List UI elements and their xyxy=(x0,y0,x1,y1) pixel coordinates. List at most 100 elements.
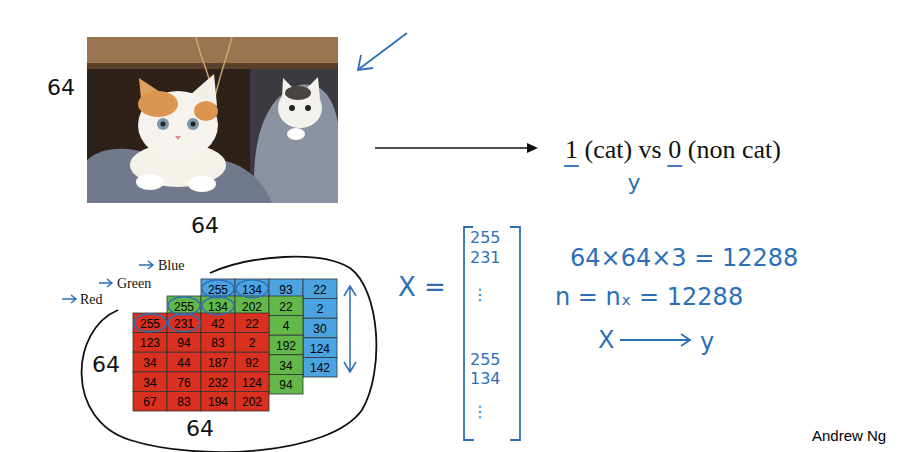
pixel-value-holder: 134 xyxy=(208,298,228,314)
mapping-arrow xyxy=(620,334,690,346)
pixel-value: 83 xyxy=(177,396,190,408)
fur-patch xyxy=(138,91,178,117)
kitten-head xyxy=(138,91,218,159)
dimension-label-holder: 64 xyxy=(191,215,219,237)
channel-label: Green xyxy=(117,277,151,291)
value-circle xyxy=(168,314,200,332)
wooden-beam xyxy=(87,37,338,63)
pixel-value-holder: 232 xyxy=(208,374,228,390)
pixel-value: 22 xyxy=(279,301,292,313)
size-equation-holder: 64×64×3 = 12288 xyxy=(570,246,798,270)
pixel-value: 134 xyxy=(208,301,228,313)
pixel-value-holder: 231 xyxy=(174,315,194,331)
channel-arrow xyxy=(139,261,153,269)
size-equation: 64×64×3 = 12288 xyxy=(570,246,798,270)
pixel-value-holder: 202 xyxy=(242,298,262,314)
red-channel-cell xyxy=(167,372,201,392)
pixel-value-holder: 142 xyxy=(310,359,330,375)
pixel-value-holder: 124 xyxy=(310,340,330,356)
green-channel-cell xyxy=(269,296,303,316)
pixel-value: 202 xyxy=(242,301,262,313)
pixel-value: 83 xyxy=(211,337,224,349)
dimension-label: 64 xyxy=(92,354,120,376)
vector-symbol: X = xyxy=(398,274,446,300)
underlines xyxy=(564,166,682,167)
red-channel-cell xyxy=(167,352,201,372)
blue-channel-cell xyxy=(303,299,337,319)
blue-channel-cell xyxy=(235,279,269,299)
output-symbol-holder: y xyxy=(700,330,714,354)
pixel-value: 142 xyxy=(310,362,330,374)
pixel-value: 4 xyxy=(283,320,290,332)
channel-arrow xyxy=(62,295,76,303)
green-channel-cell xyxy=(269,316,303,336)
pixel-value-holder: 22 xyxy=(313,281,326,297)
blue-channel-cell xyxy=(303,279,337,299)
pixel-value-holder: 4 xyxy=(283,317,290,333)
pixel-value-holder: 67 xyxy=(143,393,156,409)
pixel-value: 76 xyxy=(177,377,190,389)
fur-patch xyxy=(194,101,218,121)
pixel-value-holder: 255 xyxy=(208,281,228,297)
vector-symbol-holder: X = xyxy=(398,274,446,300)
kitten-pupil xyxy=(161,122,166,127)
blue-channel-cell xyxy=(303,338,337,358)
pixel-value: 34 xyxy=(279,360,292,372)
dimension-equation: n = nₓ = 12288 xyxy=(555,285,743,309)
green-channel-cell xyxy=(167,296,201,316)
pixel-value-holder: 34 xyxy=(143,354,156,370)
vector-entry-holder: ⋮ xyxy=(472,287,488,303)
underline-mark xyxy=(667,165,682,167)
blue-channel-cell xyxy=(201,279,235,299)
pixel-value-holder: 34 xyxy=(279,357,292,373)
pixel-value: 93 xyxy=(279,284,292,296)
pixel-value-holder: 123 xyxy=(140,334,160,350)
dimension-label-holder: 64 xyxy=(186,418,214,440)
vector-entry: ⋮ xyxy=(472,287,488,303)
red-channel-cell xyxy=(201,333,235,353)
pixel-value: 231 xyxy=(174,318,194,330)
dimension-label: 64 xyxy=(191,215,219,237)
red-channel-cell xyxy=(201,352,235,372)
kitten-paw xyxy=(188,176,216,192)
vector-entry: 255 xyxy=(470,230,501,246)
kitten-eye xyxy=(157,118,169,130)
red-channel-cell xyxy=(235,391,269,411)
dimension-label-holder: 64 xyxy=(47,77,75,99)
value-circle xyxy=(134,314,166,332)
pixel-value: 2 xyxy=(317,303,324,315)
right-shoe xyxy=(254,85,338,203)
output-symbol: y xyxy=(700,330,714,354)
value-circles xyxy=(134,280,268,332)
value-circle xyxy=(236,280,268,298)
author-credit-holder: Andrew Ng xyxy=(812,428,886,444)
red-channel-cell xyxy=(201,313,235,333)
kitten-paw xyxy=(136,174,164,190)
fur-patch xyxy=(285,86,311,100)
kitten-nose xyxy=(175,136,181,140)
channel-grid xyxy=(133,313,269,411)
pixel-value: 124 xyxy=(310,343,330,355)
pixel-value: 255 xyxy=(174,301,194,313)
channel-arrow xyxy=(99,279,112,287)
red-channel-cell xyxy=(133,352,167,372)
pixel-value-holder: 76 xyxy=(177,374,190,390)
vector-entry-holder: 255 xyxy=(470,352,501,368)
green-channel-cell xyxy=(269,335,303,355)
channel-label-holder: Green xyxy=(117,275,151,291)
vector-bracket xyxy=(510,227,520,440)
red-channel-cell xyxy=(133,391,167,411)
pixel-value: 192 xyxy=(276,340,296,352)
pixel-value-holder: 2 xyxy=(249,334,256,350)
kitten-paw xyxy=(287,128,305,140)
channel-label: Red xyxy=(80,293,103,307)
pixel-value: 94 xyxy=(279,379,292,391)
kitten-photo xyxy=(87,37,338,203)
pixel-value: 2 xyxy=(249,337,256,349)
pixel-value: 22 xyxy=(313,284,326,296)
pixel-value-holder: 22 xyxy=(245,315,258,331)
pixel-value-holder: 83 xyxy=(211,334,224,350)
dimension-equation-holder: n = nₓ = 12288 xyxy=(555,285,743,309)
pixel-value-holder: 30 xyxy=(313,320,326,336)
